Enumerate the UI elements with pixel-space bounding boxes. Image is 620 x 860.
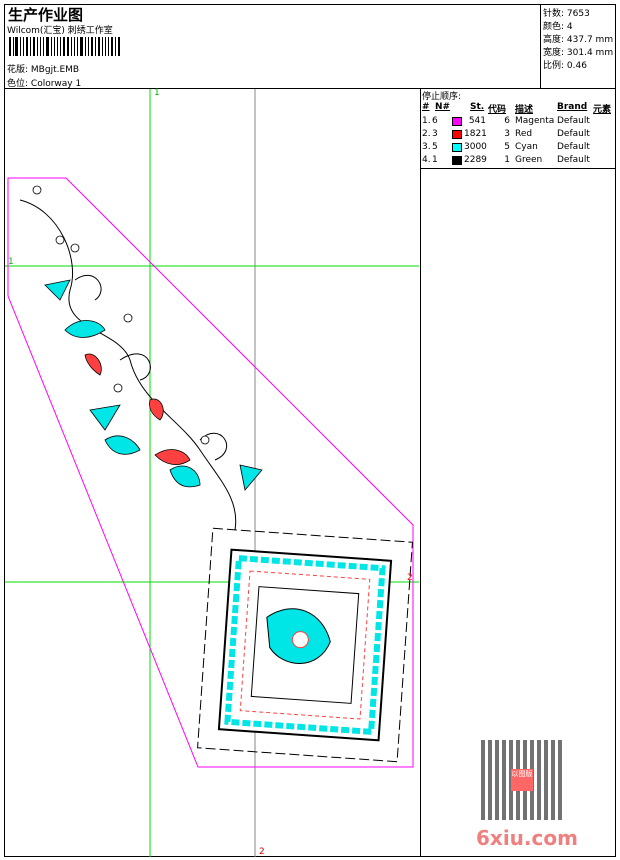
barcode-bar	[29, 37, 31, 56]
row-brand: Default	[557, 116, 590, 126]
divider	[420, 168, 616, 169]
row-code: 5	[504, 142, 510, 152]
divider	[4, 88, 616, 89]
column-header: #	[422, 102, 430, 112]
square-medallion	[197, 527, 413, 763]
row-code: 6	[504, 116, 510, 126]
row-code: 1	[504, 155, 510, 165]
color-swatch	[452, 156, 462, 165]
barcode-bar	[104, 37, 107, 56]
row-needle: 5	[432, 142, 438, 152]
barcode-bar	[80, 37, 83, 56]
column-header: N#	[435, 102, 451, 112]
barcode-bar	[102, 37, 103, 56]
row-index: 4.	[422, 155, 431, 165]
barcode-bar	[32, 37, 36, 56]
page-title: 生产作业图	[8, 6, 84, 24]
row-description: Magenta	[515, 116, 555, 126]
barcode-bar	[67, 37, 69, 56]
barcode-bar	[60, 37, 61, 56]
barcode-bar	[37, 37, 38, 56]
design-file: 花版: MBgjt.EMB	[7, 65, 80, 75]
barcode-bar	[42, 37, 45, 56]
row-needle: 6	[432, 116, 438, 126]
row-needle: 1	[432, 155, 438, 165]
color-swatch	[452, 130, 462, 139]
barcode-bar	[19, 37, 21, 56]
barcode-bar	[57, 37, 59, 56]
barcode-bar	[91, 37, 93, 56]
barcode-bar	[97, 37, 100, 56]
row-stitches: 1821	[464, 129, 487, 139]
divider	[540, 4, 541, 88]
column-header: St.	[470, 102, 485, 112]
design-boundary	[7, 177, 414, 768]
barcode-bar	[77, 37, 79, 56]
divider	[420, 88, 421, 857]
barcode-bar	[73, 37, 76, 56]
guide-label-top: 1	[154, 88, 160, 98]
barcode-bar	[87, 37, 90, 56]
barcode-bar	[117, 37, 121, 56]
stat-stitches: 针数: 7653	[543, 9, 590, 19]
color-swatch	[452, 143, 462, 152]
barcode-bar	[108, 37, 110, 56]
color-swatch	[452, 117, 462, 126]
column-header: 描述	[515, 105, 534, 115]
stamp-logo: 以图版	[511, 769, 533, 791]
barcode-bar	[62, 37, 66, 56]
barcode-bar	[114, 37, 116, 56]
row-index: 2.	[422, 129, 431, 139]
row-index: 3.	[422, 142, 431, 152]
barcode-bar	[84, 37, 86, 56]
barcode-bar	[9, 37, 11, 56]
barcode-bar	[94, 37, 96, 56]
column-header: 元素	[593, 105, 612, 115]
guide-label-bottom: 2	[259, 847, 265, 857]
vine-motif	[19, 199, 237, 531]
stat-width: 宽度: 301.4 mm	[543, 48, 614, 58]
row-index: 1.	[422, 116, 431, 126]
guide-label-right: 2	[407, 573, 413, 583]
stat-scale: 比例: 0.46	[543, 61, 587, 71]
watermark-text: 6xiu.com	[476, 826, 578, 850]
stat-colors: 颜色: 4	[543, 22, 573, 32]
row-stitches: 3000	[464, 142, 487, 152]
row-stitches: 541	[468, 116, 486, 126]
barcode-bar	[50, 37, 52, 56]
barcode-bar	[40, 37, 41, 56]
company-name: Wilcom(汇宝) 刺绣工作室	[7, 26, 113, 36]
column-header: Brand	[557, 102, 588, 112]
barcode-bar	[15, 37, 18, 56]
row-description: Green	[515, 155, 543, 165]
row-stitches: 2289	[464, 155, 487, 165]
guide-label-left: 1	[8, 257, 14, 267]
barcode-bar	[26, 37, 28, 56]
column-header: 代码	[488, 105, 507, 115]
row-description: Red	[515, 129, 533, 139]
row-code: 3	[504, 129, 510, 139]
barcode-bar	[12, 37, 14, 56]
stop-sequence-title: 停止顺序:	[422, 92, 462, 102]
barcode-bar	[46, 37, 49, 56]
barcode-bar	[111, 37, 113, 56]
barcode-bar	[71, 37, 72, 56]
row-needle: 3	[432, 129, 438, 139]
row-description: Cyan	[515, 142, 538, 152]
barcode-bar	[22, 37, 25, 56]
stat-height: 高度: 437.7 mm	[543, 35, 614, 45]
sheet-frame	[4, 4, 616, 857]
row-brand: Default	[557, 142, 590, 152]
barcode	[9, 37, 121, 56]
leaves	[32, 185, 263, 491]
row-brand: Default	[557, 129, 590, 139]
barcode-bar	[53, 37, 56, 56]
row-brand: Default	[557, 155, 590, 165]
colorway: 色位: Colorway 1	[7, 79, 82, 89]
